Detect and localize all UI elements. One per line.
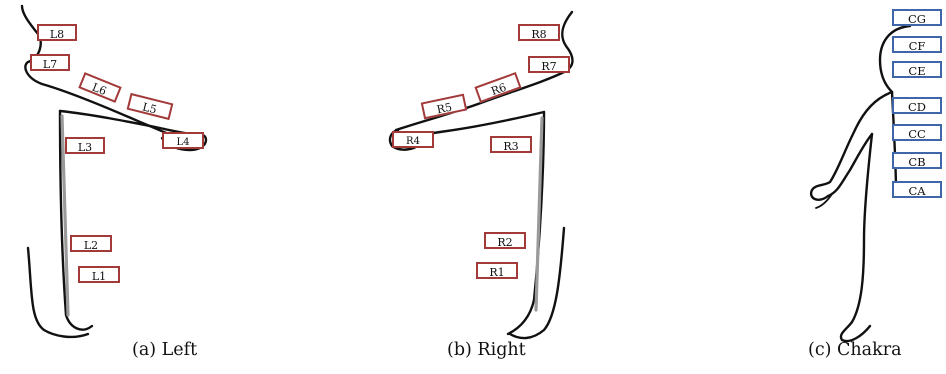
panel-chakra: CG CF CE CD CC CB CA (c) Chakra (780, 0, 946, 374)
chakra-label-cd: CD (892, 97, 942, 114)
right-body-outline (388, 10, 574, 340)
right-label-r2: R2 (484, 232, 526, 249)
caption-left: (a) Left (132, 340, 198, 360)
panel-left: L8 L7 L6 L5 L4 L3 L2 L1 (a) Left (0, 0, 320, 374)
chakra-label-ca: CA (892, 181, 942, 198)
right-label-r4: R4 (392, 131, 434, 148)
caption-right: (b) Right (447, 340, 526, 360)
panel-right: R8 R7 R6 R5 R4 R3 R2 R1 (b) Right (360, 0, 620, 374)
left-label-l7: L7 (30, 54, 70, 71)
chakra-label-cc: CC (892, 124, 942, 141)
left-label-l4: L4 (162, 132, 204, 149)
right-label-r1: R1 (476, 262, 518, 279)
left-label-l2: L2 (70, 235, 112, 252)
left-label-l8: L8 (37, 24, 77, 41)
left-label-l1: L1 (78, 266, 120, 283)
chakra-label-cb: CB (892, 152, 942, 169)
left-label-l3: L3 (65, 137, 105, 154)
left-body-outline (20, 4, 208, 339)
chakra-label-cg: CG (892, 9, 942, 26)
chakra-label-cf: CF (892, 36, 942, 53)
right-label-r7: R7 (528, 56, 570, 73)
right-label-r3: R3 (490, 136, 532, 153)
caption-chakra: (c) Chakra (808, 340, 902, 360)
right-label-r8: R8 (518, 24, 560, 41)
chakra-label-ce: CE (892, 61, 942, 78)
